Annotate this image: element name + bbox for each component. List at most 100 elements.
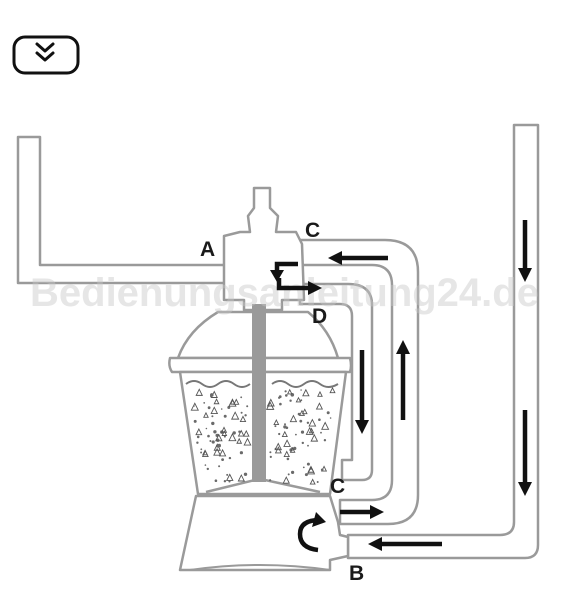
sand-grain	[300, 389, 302, 391]
sand-grain	[289, 447, 296, 453]
sand-grain	[232, 431, 236, 435]
sand-grain	[285, 394, 288, 397]
sand-grain	[207, 406, 211, 410]
arrow-pump-out	[340, 505, 384, 519]
sand-grain	[228, 432, 237, 442]
sand-grain	[211, 421, 215, 426]
sand-grain	[308, 427, 315, 434]
sand-grain	[320, 431, 322, 434]
loop-pipe-inner	[298, 282, 374, 482]
sand-grain	[287, 473, 290, 476]
sand-grain	[236, 437, 243, 444]
sand-grain	[220, 408, 223, 410]
sand-grain	[204, 464, 207, 466]
arrow-right-pipe-down-1	[518, 220, 532, 282]
arrow-right-pipe-down-2	[518, 410, 532, 496]
sand-grain	[302, 388, 310, 397]
sand-grain	[243, 472, 248, 476]
sand-grain	[196, 435, 200, 439]
sand-grain	[283, 425, 287, 429]
sand-grain	[230, 411, 240, 420]
sand-grain	[200, 451, 203, 454]
label-d: D	[312, 305, 327, 328]
sand-grain	[243, 437, 252, 446]
sand-grain	[227, 406, 231, 409]
left-inlet-pipe	[16, 135, 228, 285]
sand-grain	[286, 388, 293, 395]
sand-grain	[237, 474, 246, 482]
sand-grain	[305, 426, 314, 435]
sand-grain	[217, 443, 221, 448]
sand-grain	[289, 414, 298, 423]
label-c-bottom: C	[330, 475, 345, 498]
sand-grain	[196, 441, 199, 444]
sand-grain	[295, 396, 302, 403]
sand-grain	[326, 411, 330, 415]
sand-grain	[223, 435, 226, 438]
sand-grain	[211, 440, 215, 444]
flow-arrows	[270, 220, 532, 553]
sand-grain	[209, 440, 212, 442]
center-standpipe	[252, 304, 266, 482]
sand-grain	[283, 450, 290, 457]
sand-grain	[213, 430, 217, 434]
sand-grain	[210, 406, 219, 414]
sand-grain	[284, 423, 286, 426]
sand-grain	[193, 405, 195, 407]
arrow-top-left	[328, 251, 388, 265]
sand-grain	[269, 455, 272, 458]
right-return-pipe	[346, 123, 540, 560]
icon-badge[interactable]	[12, 35, 80, 75]
sand-grain	[307, 444, 309, 447]
sand-grain	[240, 396, 243, 399]
label-a: A	[200, 238, 215, 261]
sand-grain	[203, 402, 206, 404]
filter-sand	[190, 386, 336, 485]
sand-grain	[266, 398, 275, 407]
arrow-valve-outlet	[276, 278, 322, 295]
sand-grain	[316, 481, 319, 483]
arrow-valve-inlet	[270, 261, 298, 282]
sand-grain	[190, 402, 199, 411]
sand-grain	[215, 433, 223, 442]
label-b: B	[349, 562, 364, 585]
sand-grain	[239, 451, 243, 455]
sand-grain	[274, 446, 282, 454]
sand-grain	[279, 402, 282, 406]
sand-grain	[282, 476, 290, 484]
sand-grain	[301, 441, 304, 445]
sand-grain	[193, 419, 197, 423]
sand-grain	[302, 466, 305, 469]
sand-grain	[293, 446, 297, 451]
sand-grain	[237, 429, 245, 437]
pump-curve	[189, 564, 331, 571]
sand-grain	[286, 457, 290, 461]
double-chevron-down-icon	[35, 42, 55, 62]
sand-grain	[308, 418, 317, 427]
sand-grain	[242, 429, 250, 437]
sand-grain	[283, 439, 291, 447]
sand-grain	[205, 427, 208, 430]
sand-grain	[329, 417, 332, 419]
sand-grain	[295, 433, 297, 436]
sand-grain	[269, 451, 272, 454]
sand-grain	[306, 421, 310, 424]
sand-grain	[240, 411, 243, 414]
sand-grain	[289, 399, 292, 402]
sand-grain	[300, 430, 305, 434]
sand-grain	[317, 390, 323, 397]
sand-grain	[207, 434, 210, 438]
sand-grain	[223, 480, 227, 483]
sand-grain	[274, 442, 283, 451]
label-c-top: C	[305, 219, 320, 242]
sand-grain	[221, 430, 228, 436]
sand-grain	[315, 402, 324, 410]
sand-grain	[228, 456, 232, 460]
sand-grain	[228, 398, 237, 407]
sand-grain	[218, 465, 221, 468]
sand-grain	[291, 470, 295, 474]
sand-grain	[278, 395, 282, 399]
sand-grain	[297, 412, 301, 416]
sand-grain	[278, 432, 281, 436]
